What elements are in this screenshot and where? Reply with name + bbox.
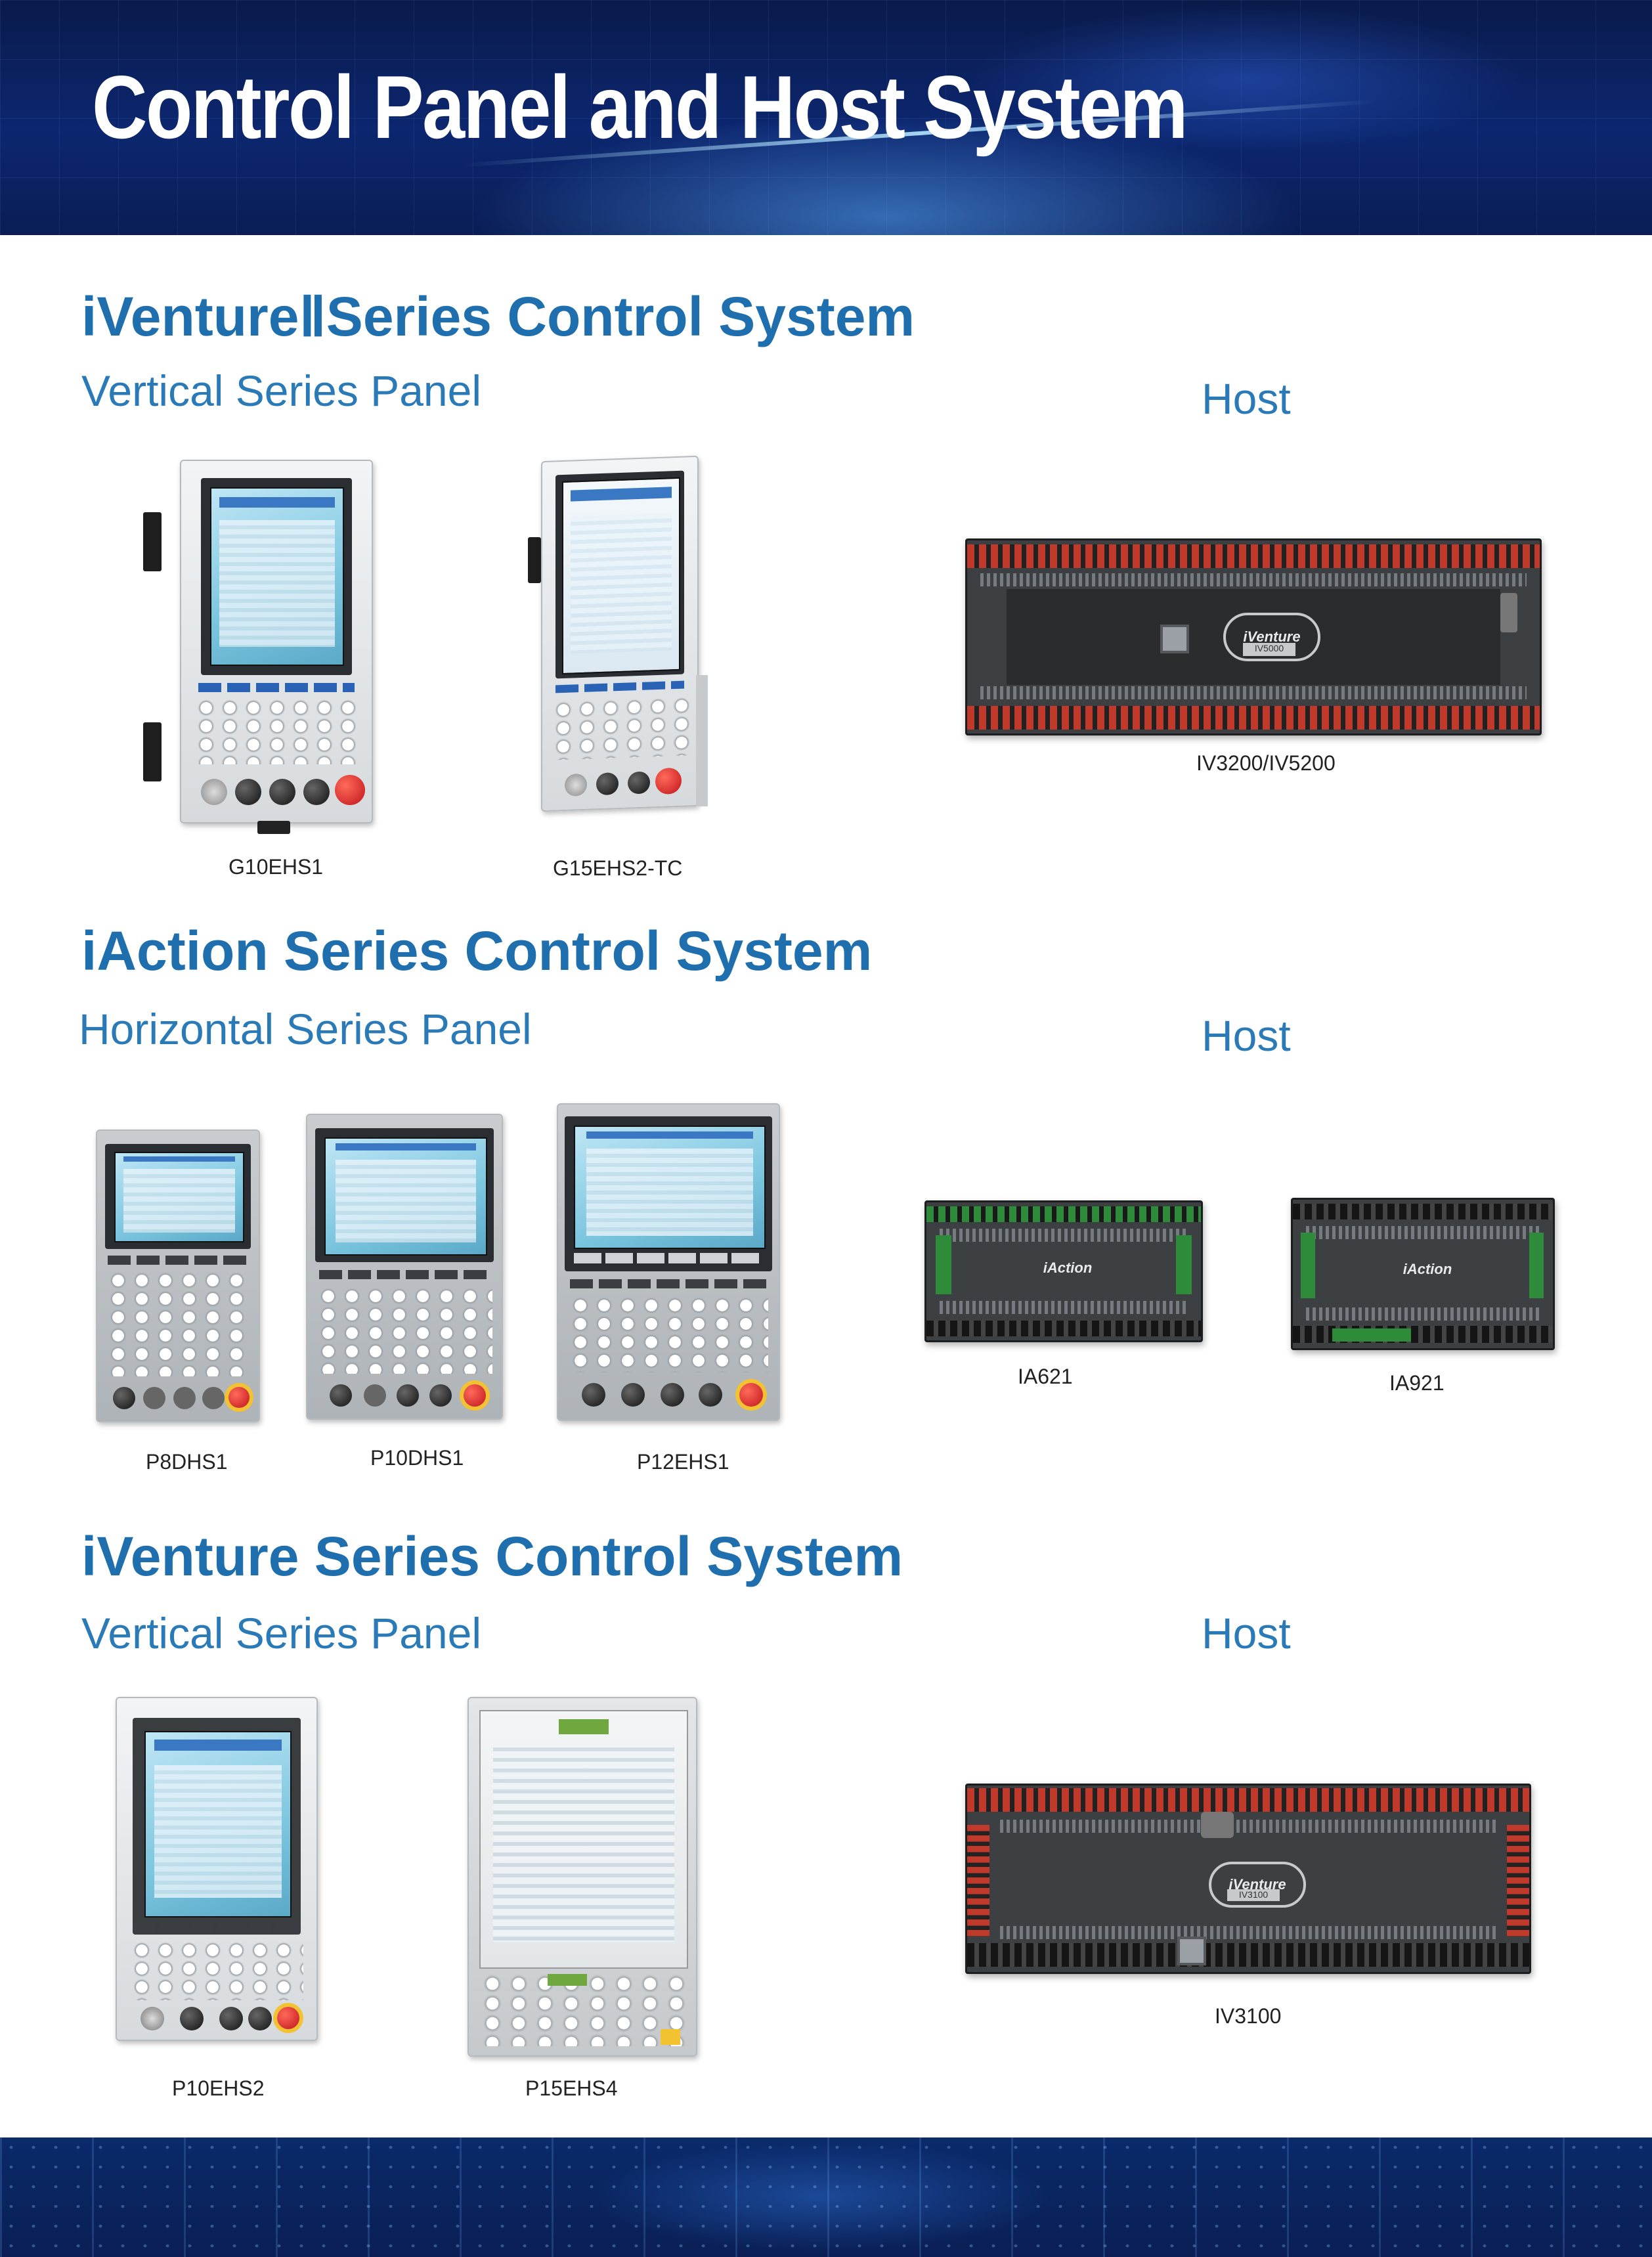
host-image-iv3200-iv5200: iVenture IV5000	[965, 538, 1542, 735]
host-label: Host	[1202, 1011, 1291, 1060]
panel-image-g15ehs2-tc	[528, 455, 709, 813]
panel-model-caption: G10EHS1	[228, 855, 324, 879]
host-model-caption: IA921	[1389, 1371, 1445, 1395]
panel-series-label: Vertical Series Panel	[81, 366, 481, 415]
section-title: iVentureⅡSeries Control System	[81, 286, 915, 347]
panel-image-g10ehs1	[143, 460, 374, 834]
panel-image-p10ehs2	[116, 1697, 318, 2041]
host-image-ia921: iAction	[1291, 1198, 1555, 1350]
footer-circuit-decoration	[0, 2137, 1652, 2257]
host-image-iv3100: iVenture IV3100	[965, 1784, 1531, 1974]
iv3100-logo: IV3100	[1238, 1889, 1269, 1900]
section-title: iAction Series Control System	[81, 920, 873, 982]
host-label: Host	[1202, 1609, 1291, 1657]
iaction-logo: iAction	[1043, 1260, 1093, 1276]
footer-banner	[0, 2137, 1652, 2257]
host-image-ia621: iAction	[924, 1200, 1203, 1342]
host-model-caption: IV3100	[1215, 2004, 1282, 2028]
panel-image-p12ehs1	[557, 1103, 780, 1421]
panel-image-p15ehs4	[467, 1697, 697, 2057]
panel-model-caption: G15EHS2-TC	[553, 856, 683, 880]
panel-image-p10dhs1	[306, 1114, 503, 1420]
panel-image-p8dhs1	[96, 1129, 260, 1422]
panel-model-caption: P10DHS1	[370, 1446, 464, 1470]
section-title: iVenture Series Control System	[81, 1525, 903, 1587]
panel-series-label: Vertical Series Panel	[81, 1609, 481, 1657]
iv5000-logo: IV5000	[1254, 643, 1284, 653]
iventure-logo: iVenture	[1243, 628, 1301, 645]
panel-model-caption: P12EHS1	[637, 1450, 729, 1474]
header-banner	[0, 0, 1652, 235]
panel-model-caption: P10EHS2	[172, 2076, 265, 2100]
panel-model-caption: P8DHS1	[146, 1450, 228, 1474]
page-title: Control Panel and Host System	[92, 57, 1188, 157]
host-model-caption: IA621	[1018, 1365, 1073, 1388]
panel-series-label: Horizontal Series Panel	[79, 1005, 532, 1053]
footer-dot-decoration	[0, 2137, 1652, 2257]
panel-model-caption: P15EHS4	[525, 2076, 618, 2100]
host-model-caption: IV3200/IV5200	[1196, 751, 1336, 775]
iaction-logo: iAction	[1402, 1261, 1452, 1277]
host-label: Host	[1202, 374, 1291, 423]
banner-grid-decoration	[0, 0, 1652, 235]
